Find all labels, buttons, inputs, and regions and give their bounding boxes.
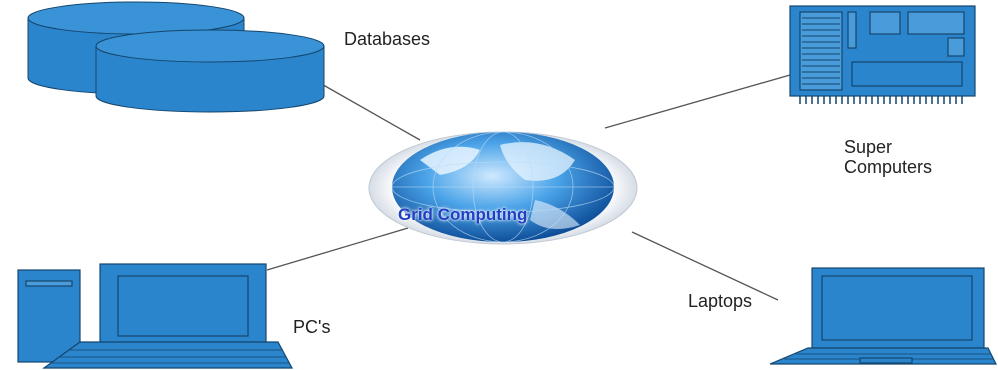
databases-label: Databases: [344, 29, 431, 49]
connector-laptops: [631, 231, 779, 301]
databases-icon: [27, 1, 325, 113]
super-computers-label-line1: Super: [844, 137, 893, 157]
grid-computing-label: Grid Computing: [398, 205, 528, 224]
super-computer-icon: [789, 5, 976, 104]
pc-icon: [17, 263, 294, 369]
laptops-label: Laptops: [688, 291, 753, 311]
super-computers-label: Super Computers: [844, 137, 932, 177]
globe-icon: [368, 131, 638, 245]
connector-super-computers: [604, 74, 791, 129]
laptop-icon: [769, 267, 997, 365]
super-computers-label-line2: Computers: [844, 157, 933, 177]
pcs-label: PC's: [293, 317, 331, 337]
connectors: [266, 74, 791, 301]
connector-pcs: [266, 227, 409, 271]
connector-databases: [317, 81, 421, 141]
